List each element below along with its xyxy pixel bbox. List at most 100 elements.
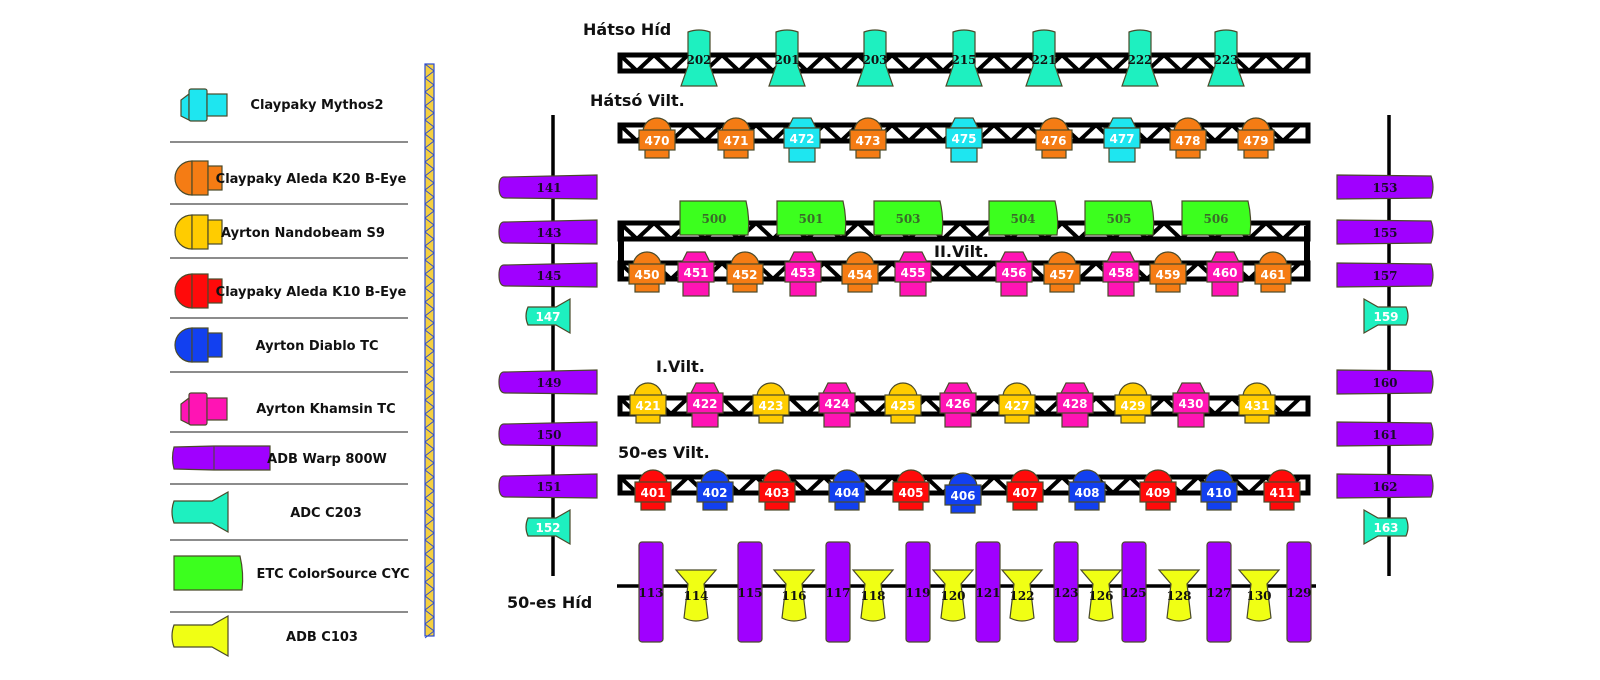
fixture-nandobeam[interactable]: 431 (1238, 382, 1276, 424)
fixture-nandobeam[interactable]: 423 (752, 382, 790, 424)
fixture-nandobeam[interactable]: 425 (884, 382, 922, 424)
fixture-number: 471 (723, 134, 748, 148)
fixture-c203[interactable]: 147 (525, 297, 571, 335)
fixture-c203[interactable]: 201 (768, 29, 806, 87)
fixture-c103[interactable]: 122 (1000, 569, 1044, 622)
fixture-aleda20[interactable]: 452 (726, 251, 764, 293)
fixture-diablo[interactable]: 408 (1068, 469, 1106, 511)
fixture-c203[interactable]: 222 (1121, 29, 1159, 87)
fixture-warp[interactable]: 117 (825, 541, 851, 643)
fixture-aleda20[interactable]: 459 (1149, 251, 1187, 293)
legend-label: ADC C203 (290, 506, 362, 521)
fixture-number: 460 (1212, 266, 1237, 280)
fixture-aleda10[interactable]: 403 (758, 469, 796, 511)
fixture-c203[interactable]: 163 (1363, 508, 1409, 546)
fixture-warp[interactable]: 113 (638, 541, 664, 643)
fixture-c203[interactable]: 215 (945, 29, 983, 87)
fixture-cyc[interactable]: 503 (873, 200, 944, 236)
fixture-aleda20[interactable]: 457 (1043, 251, 1081, 293)
fixture-warp[interactable]: 125 (1121, 541, 1147, 643)
fixture-khamsin[interactable]: 458 (1102, 251, 1140, 297)
fixture-number: 501 (798, 212, 823, 226)
fixture-warp[interactable]: 119 (905, 541, 931, 643)
fixture-mythos[interactable]: 477 (1103, 117, 1141, 163)
fixture-cyc[interactable]: 506 (1181, 200, 1252, 236)
fixture-aleda20[interactable]: 476 (1035, 117, 1073, 159)
fixture-c203[interactable]: 223 (1207, 29, 1245, 87)
fixture-diablo[interactable]: 402 (696, 469, 734, 511)
fixture-aleda20[interactable]: 478 (1169, 117, 1207, 159)
fixture-khamsin[interactable]: 428 (1056, 382, 1094, 428)
fixture-number: 455 (900, 266, 925, 280)
fixture-aleda20[interactable]: 470 (638, 117, 676, 159)
fixture-warp[interactable]: 129 (1286, 541, 1312, 643)
fixture-warp[interactable]: 161 (1336, 421, 1434, 447)
fixture-aleda20[interactable]: 473 (849, 117, 887, 159)
fixture-aleda10[interactable]: 405 (892, 469, 930, 511)
fixture-warp[interactable]: 160 (1336, 369, 1434, 395)
fixture-c103[interactable]: 118 (851, 569, 895, 622)
fixture-warp[interactable]: 145 (498, 262, 598, 288)
fixture-aleda10[interactable]: 409 (1139, 469, 1177, 511)
fixture-nandobeam[interactable]: 427 (998, 382, 1036, 424)
fixture-cyc[interactable]: 501 (776, 200, 847, 236)
fixture-c203[interactable]: 221 (1025, 29, 1063, 87)
legend-item: Ayrton Khamsin TC (180, 392, 396, 426)
fixture-c103[interactable]: 130 (1237, 569, 1281, 622)
fixture-warp[interactable]: 127 (1206, 541, 1232, 643)
fixture-khamsin[interactable]: 453 (784, 251, 822, 297)
fixture-mythos[interactable]: 472 (783, 117, 821, 163)
fixture-warp[interactable]: 157 (1336, 262, 1434, 288)
fixture-c203[interactable]: 159 (1363, 297, 1409, 335)
fixture-number: 118 (860, 589, 885, 603)
fixture-mythos[interactable]: 475 (945, 117, 983, 163)
fixture-khamsin[interactable]: 430 (1172, 382, 1210, 428)
fixture-c103[interactable]: 114 (674, 569, 718, 622)
fixture-warp[interactable]: 115 (737, 541, 763, 643)
fixture-diablo[interactable]: 404 (828, 469, 866, 511)
fixture-warp[interactable]: 121 (975, 541, 1001, 643)
fixture-warp[interactable]: 153 (1336, 174, 1434, 200)
fixture-warp[interactable]: 141 (498, 174, 598, 200)
fixture-warp[interactable]: 150 (498, 421, 598, 447)
fixture-warp[interactable]: 143 (498, 219, 598, 245)
fixture-number: 454 (847, 268, 872, 282)
fixture-aleda20[interactable]: 479 (1237, 117, 1275, 159)
fixture-diablo[interactable]: 410 (1200, 469, 1238, 511)
fixture-aleda10[interactable]: 407 (1006, 469, 1044, 511)
fixture-khamsin[interactable]: 455 (894, 251, 932, 297)
fixture-aleda10[interactable]: 401 (634, 469, 672, 511)
fixture-aleda20[interactable]: 471 (717, 117, 755, 159)
fixture-khamsin[interactable]: 422 (686, 382, 724, 428)
fixture-c203[interactable]: 152 (525, 508, 571, 546)
fixture-cyc[interactable]: 500 (679, 200, 750, 236)
fixture-nandobeam[interactable]: 421 (629, 382, 667, 424)
fixture-aleda10[interactable]: 411 (1263, 469, 1301, 511)
fixture-warp[interactable]: 162 (1336, 473, 1434, 499)
fixture-khamsin[interactable]: 456 (995, 251, 1033, 297)
fixture-c203[interactable]: 203 (856, 29, 894, 87)
fixture-c103[interactable]: 116 (772, 569, 816, 622)
fixture-khamsin[interactable]: 424 (818, 382, 856, 428)
fixture-khamsin[interactable]: 460 (1206, 251, 1244, 297)
fixture-warp[interactable]: 149 (498, 369, 598, 395)
fixture-aleda20[interactable]: 454 (841, 251, 879, 293)
fixture-warp[interactable]: 123 (1053, 541, 1079, 643)
fixture-khamsin[interactable]: 426 (939, 382, 977, 428)
fixture-c203[interactable]: 202 (680, 29, 718, 87)
fixture-warp[interactable]: 151 (498, 473, 598, 499)
fixture-cyc[interactable]: 505 (1084, 200, 1155, 236)
fixture-number: 404 (834, 486, 859, 500)
fixture-diablo[interactable]: 406 (944, 472, 982, 514)
bar-label-hatso-hid: Hátso Híd (583, 20, 671, 39)
fixture-c103[interactable]: 126 (1079, 569, 1123, 622)
fixture-warp[interactable]: 155 (1336, 219, 1434, 245)
fixture-c103[interactable]: 128 (1157, 569, 1201, 622)
fixture-cyc[interactable]: 504 (988, 200, 1059, 236)
fixture-c103[interactable]: 120 (931, 569, 975, 622)
fixture-aleda20[interactable]: 461 (1254, 251, 1292, 293)
fixture-khamsin[interactable]: 451 (677, 251, 715, 297)
bar-label-hatso-vilt: Hátsó Vilt. (590, 91, 685, 110)
fixture-nandobeam[interactable]: 429 (1114, 382, 1152, 424)
fixture-aleda20[interactable]: 450 (628, 251, 666, 293)
